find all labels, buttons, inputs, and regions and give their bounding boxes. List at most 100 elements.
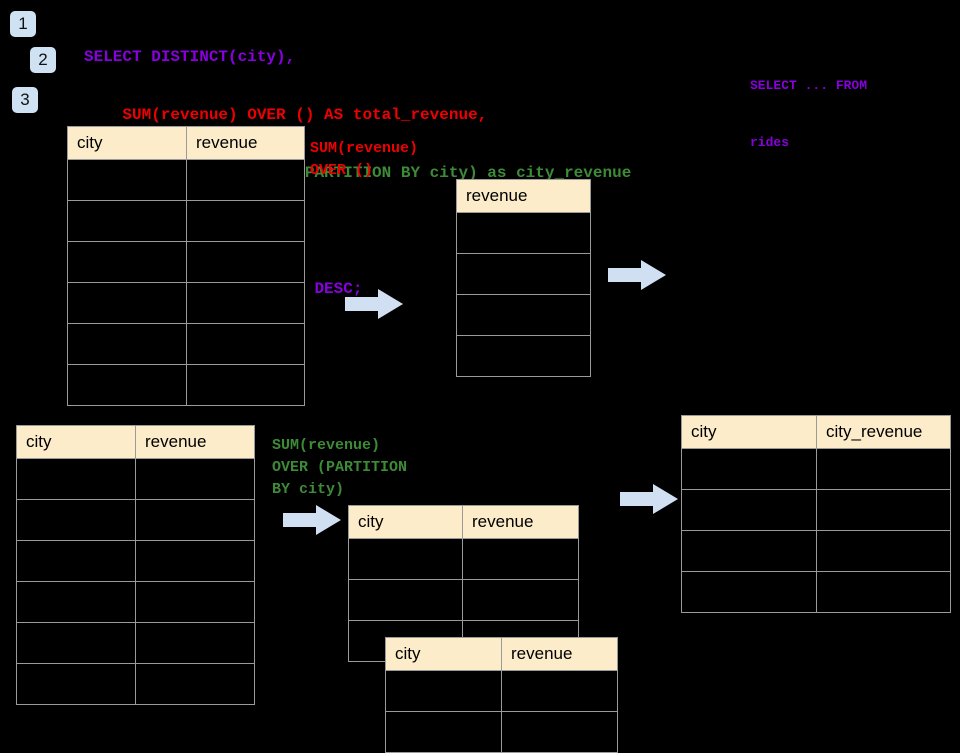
column-header-revenue: revenue bbox=[135, 425, 255, 459]
cell-revenue bbox=[456, 335, 591, 377]
cell-city bbox=[16, 499, 136, 541]
side-note-line-1: SELECT ... FROM bbox=[750, 78, 868, 93]
table-header-row: revenue bbox=[456, 179, 591, 213]
cell-city bbox=[681, 489, 817, 531]
column-header-city: city bbox=[67, 126, 187, 160]
table-row bbox=[385, 711, 618, 753]
total-revenue-table: revenue bbox=[456, 179, 591, 377]
arrow-shaft bbox=[620, 492, 656, 506]
cell-revenue bbox=[135, 622, 255, 664]
cell-revenue bbox=[186, 282, 305, 324]
table-row bbox=[67, 282, 305, 324]
column-header-city: city bbox=[681, 415, 817, 449]
cell-city bbox=[348, 538, 463, 580]
arrow-total-to-result bbox=[608, 260, 666, 290]
rides-source-table-bottom: city revenue bbox=[16, 425, 255, 705]
column-header-city: city bbox=[348, 505, 463, 539]
table-header-row: city revenue bbox=[385, 637, 618, 671]
cell-city-revenue bbox=[816, 530, 951, 572]
column-header-city: city bbox=[385, 637, 502, 671]
table-header-row: city revenue bbox=[348, 505, 579, 539]
table-row bbox=[456, 253, 591, 295]
arrow-source-to-partition bbox=[283, 505, 341, 535]
arrow-head bbox=[316, 505, 341, 535]
cell-revenue bbox=[135, 581, 255, 623]
cell-city bbox=[16, 458, 136, 500]
table-row bbox=[16, 499, 255, 541]
step-badge-2: 2 bbox=[30, 47, 56, 73]
cell-revenue bbox=[456, 212, 591, 254]
table-row bbox=[67, 364, 305, 406]
cell-city bbox=[16, 540, 136, 582]
sql-line-1: SELECT DISTINCT(city), bbox=[84, 48, 296, 66]
table-row bbox=[16, 622, 255, 664]
cell-city bbox=[16, 622, 136, 664]
arrow-head bbox=[641, 260, 666, 290]
table-row bbox=[16, 458, 255, 500]
cell-revenue bbox=[135, 663, 255, 705]
partition-table-front: city revenue bbox=[385, 637, 618, 753]
step-badge-1: 1 bbox=[10, 11, 36, 37]
column-header-revenue: revenue bbox=[456, 179, 591, 213]
column-header-revenue: revenue bbox=[462, 505, 579, 539]
table-header-row: city revenue bbox=[67, 126, 305, 160]
cell-revenue bbox=[186, 323, 305, 365]
table-row bbox=[456, 212, 591, 254]
arrow-partition-to-result bbox=[620, 484, 678, 514]
cell-city bbox=[67, 159, 187, 201]
cell-revenue bbox=[135, 499, 255, 541]
cell-city bbox=[348, 579, 463, 621]
table-row bbox=[67, 241, 305, 283]
result-table: city city_revenue bbox=[681, 415, 951, 613]
rides-source-table-top: city revenue bbox=[67, 126, 305, 406]
cell-city bbox=[67, 282, 187, 324]
cell-city bbox=[67, 200, 187, 242]
cell-city-revenue bbox=[816, 571, 951, 613]
cell-revenue bbox=[186, 159, 305, 201]
annotation-total-revenue: SUM(revenue) OVER () bbox=[310, 140, 419, 179]
arrow-source-to-total bbox=[345, 289, 403, 319]
cell-revenue bbox=[135, 540, 255, 582]
annotation-city-revenue: SUM(revenue) OVER (PARTITION BY city) bbox=[272, 437, 408, 498]
cell-city bbox=[16, 663, 136, 705]
cell-revenue bbox=[135, 458, 255, 500]
cell-revenue bbox=[456, 253, 591, 295]
side-note-line-2: rides bbox=[750, 135, 790, 150]
column-header-city-revenue: city_revenue bbox=[816, 415, 951, 449]
table-row bbox=[16, 581, 255, 623]
table-row bbox=[67, 159, 305, 201]
cell-revenue bbox=[501, 711, 618, 753]
cell-revenue bbox=[186, 200, 305, 242]
cell-revenue bbox=[462, 579, 579, 621]
cell-revenue bbox=[186, 241, 305, 283]
table-row bbox=[67, 323, 305, 365]
table-row bbox=[681, 571, 951, 613]
table-header-row: city revenue bbox=[16, 425, 255, 459]
cell-city bbox=[67, 323, 187, 365]
table-row bbox=[348, 538, 579, 580]
arrow-shaft bbox=[345, 297, 381, 311]
step-badge-3: 3 bbox=[12, 87, 38, 113]
table-row bbox=[456, 335, 591, 377]
table-row bbox=[16, 540, 255, 582]
table-row bbox=[67, 200, 305, 242]
table-row bbox=[681, 489, 951, 531]
column-header-revenue: revenue bbox=[501, 637, 618, 671]
table-row bbox=[385, 670, 618, 712]
cell-revenue bbox=[501, 670, 618, 712]
arrow-shaft bbox=[608, 268, 644, 282]
cell-city-revenue bbox=[816, 489, 951, 531]
table-row bbox=[456, 294, 591, 336]
cell-city bbox=[681, 448, 817, 490]
arrow-shaft bbox=[283, 513, 319, 527]
cell-city bbox=[681, 530, 817, 572]
column-header-city: city bbox=[16, 425, 136, 459]
column-header-revenue: revenue bbox=[186, 126, 305, 160]
cell-revenue bbox=[186, 364, 305, 406]
arrow-head bbox=[378, 289, 403, 319]
table-row bbox=[16, 663, 255, 705]
table-header-row: city city_revenue bbox=[681, 415, 951, 449]
side-note-select-from-rides: SELECT ... FROM rides bbox=[750, 38, 867, 171]
cell-revenue bbox=[462, 538, 579, 580]
cell-city bbox=[67, 241, 187, 283]
